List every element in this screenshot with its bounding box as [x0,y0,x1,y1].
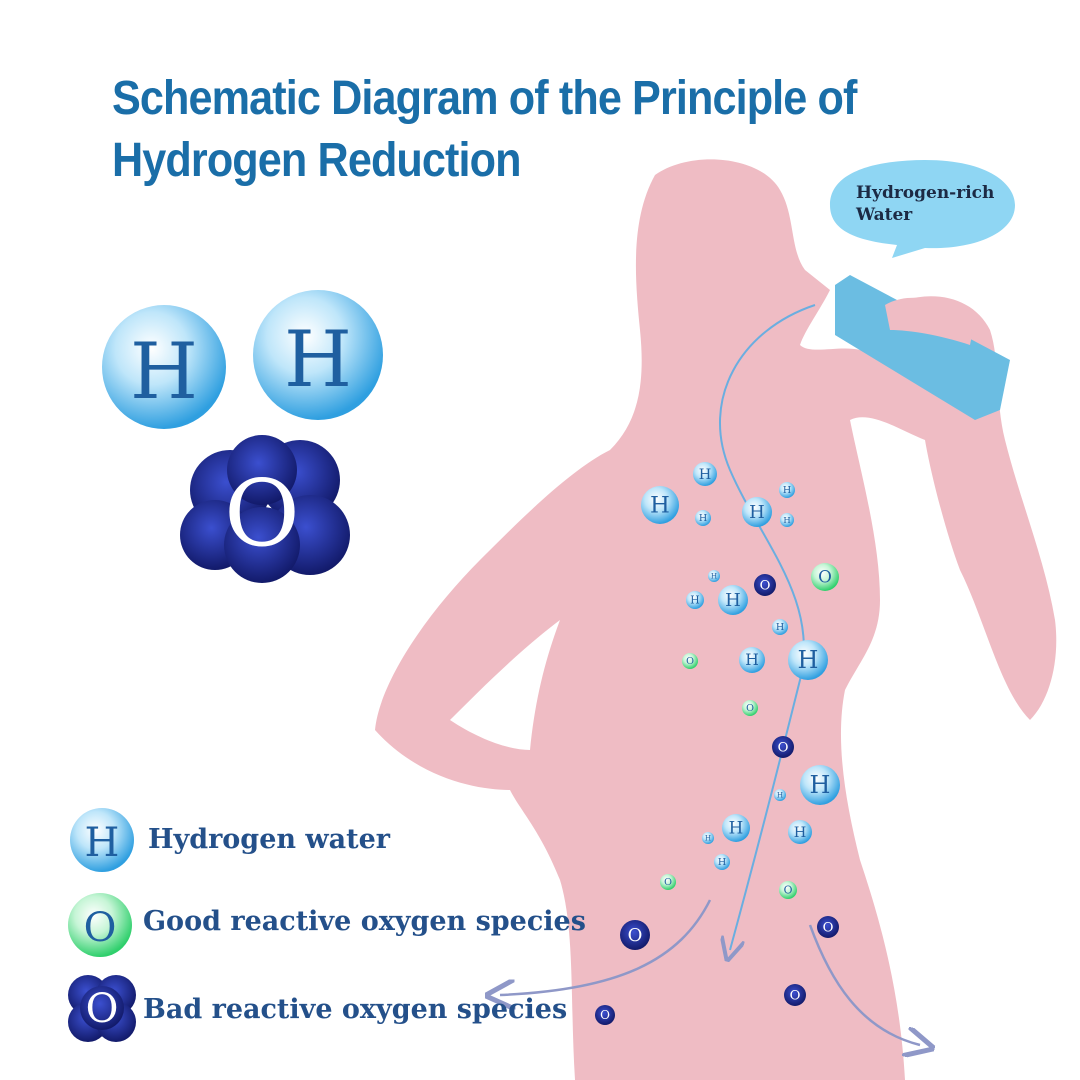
hydrogen-molecule-icon: H [800,765,840,805]
big-hydrogen-molecule: H [253,290,383,420]
svg-text:H: H [783,515,790,525]
svg-text:H: H [794,825,807,841]
svg-text:H: H [749,502,765,523]
hydrogen-molecule-icon: H [714,854,730,870]
hydrogen-molecule-icon: H [722,814,750,842]
hydrogen-molecule-icon: H [641,486,679,524]
svg-text:H: H [745,651,759,669]
svg-text:H: H [699,467,712,483]
svg-text:O: O [628,925,643,946]
exit-arrow-right [808,924,920,1045]
svg-text:O: O [664,877,672,888]
molecules-layer: H H H H H H H O O H H H H O H O O H H H H H H O O O O O O [595,462,840,1025]
bottle [835,275,1010,420]
svg-text:H: H [798,646,819,674]
svg-text:O: O [823,920,834,935]
bad-oxygen-icon: O [754,574,776,596]
svg-text:H: H [690,594,699,607]
svg-text:O: O [784,884,793,897]
hydrogen-molecule-icon: H [774,789,786,801]
hydrogen-molecule-icon: H [779,482,795,498]
svg-text:O: O [600,1008,610,1022]
svg-text:O: O [818,567,832,587]
hydrogen-molecule-icon: H [695,510,711,526]
woman-silhouette [375,159,1057,1080]
o-symbol: O [224,460,299,567]
svg-text:O: O [760,578,771,593]
hydrogen-molecule-icon: H [739,647,765,673]
hydrogen-molecule-icon: H [742,497,772,527]
hydrogen-molecule-icon: H [686,591,704,609]
big-oxygen-molecule: O [180,435,350,583]
svg-text:H: H [718,857,726,868]
legend-label-bad-oxygen: Bad reactive oxygen species [143,994,568,1025]
page-title: Schematic Diagram of the Principle of Hy… [112,68,857,192]
legend-hydrogen-icon: H [70,808,134,872]
bubble-line-2: Water [856,205,913,225]
legend-good-oxygen-icon: O [68,893,132,957]
good-oxygen-icon: O [660,874,676,890]
svg-text:H: H [725,590,741,611]
hydrogen-molecule-icon: H [702,832,714,844]
svg-text:O: O [84,905,117,951]
svg-text:H: H [776,622,784,633]
bad-oxygen-icon: O [784,984,806,1006]
title-line-1: Schematic Diagram of the Principle of [112,72,857,125]
good-oxygen-icon: O [742,700,758,716]
hydrogen-molecule-icon: H [772,619,788,635]
bubble-line-1: Hydrogen-rich [856,183,995,203]
speech-bubble [830,160,1015,258]
h-symbol: H [130,327,198,417]
bad-oxygen-icon: O [620,920,650,950]
hydrogen-molecule-icon: H [718,585,748,615]
exit-arrow-left [500,899,712,995]
hydrogen-molecule-icon: H [788,820,812,844]
good-oxygen-icon: O [811,563,839,591]
svg-text:O: O [790,988,801,1003]
bad-oxygen-icon: O [817,916,839,938]
good-oxygen-icon: O [779,881,797,899]
hydrogen-molecule-icon: H [788,640,828,680]
svg-text:H: H [777,790,783,799]
svg-text:O: O [86,986,119,1032]
flow-path [719,304,816,950]
svg-text:O: O [686,656,694,667]
hydrogen-molecule-icon: H [780,513,794,527]
svg-text:H: H [810,771,831,799]
h-symbol: H [284,315,352,405]
legend-label-hydrogen: Hydrogen water [148,824,391,855]
svg-text:H: H [705,833,711,842]
hydrogen-molecule-icon: H [693,462,717,486]
svg-text:H: H [650,493,670,519]
bad-oxygen-icon: O [595,1005,615,1025]
good-oxygen-icon: O [682,653,698,669]
hydrogen-molecule-icon: H [708,570,720,582]
legend-bad-oxygen-icon: O [68,975,136,1042]
legend-label-good-oxygen: Good reactive oxygen species [143,906,586,937]
svg-text:H: H [699,513,707,524]
svg-text:O: O [778,740,789,755]
title-line-2: Hydrogen Reduction [112,134,522,187]
big-hydrogen-molecule: H [102,305,226,429]
speech-bubble-text: Hydrogen-rich Water [856,182,994,226]
svg-text:H: H [711,571,717,580]
hand [885,297,975,345]
svg-text:H: H [729,818,744,838]
svg-text:H: H [783,485,791,496]
bad-oxygen-icon: O [772,736,794,758]
svg-text:O: O [746,703,754,714]
svg-text:H: H [85,820,120,866]
